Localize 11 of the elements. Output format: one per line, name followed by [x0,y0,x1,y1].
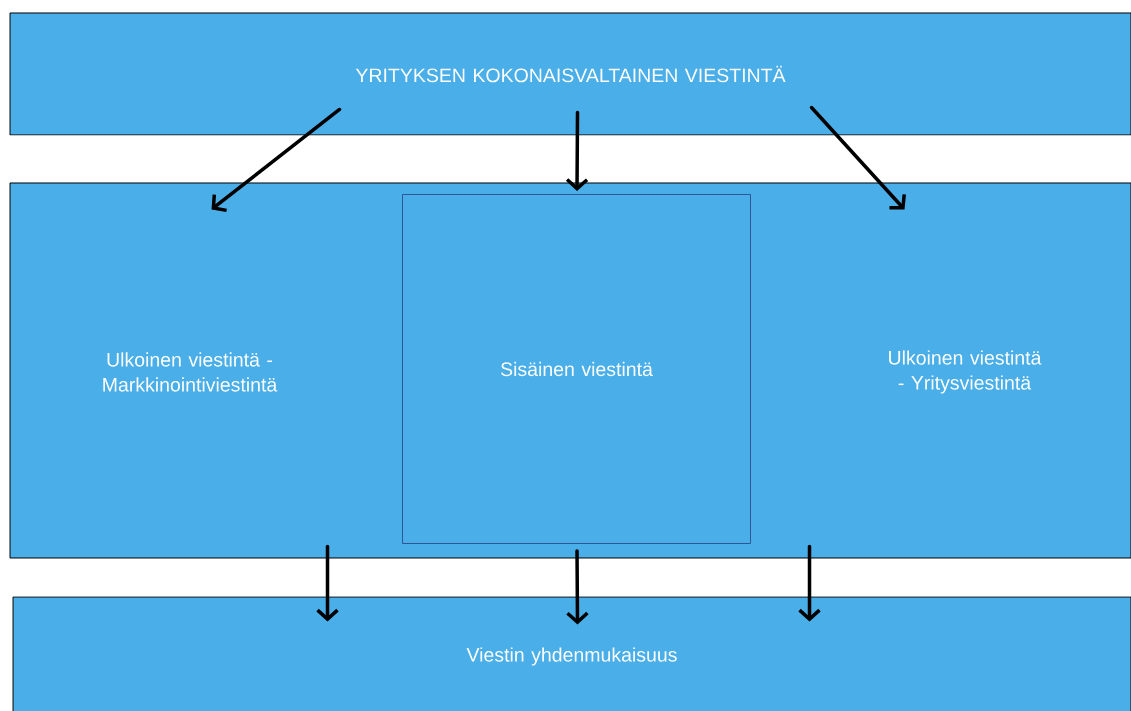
band-box: Viestin yhdenmukaisuus [12,596,1131,711]
arrow [809,105,906,210]
band-box: YRITYKSEN KOKONAISVALTAINEN VIESTINTÄ [9,12,1131,136]
arrow [211,107,342,213]
arrow [566,549,589,625]
label-text: Ulkoinen viestintä - Yritysviestintä [889,350,1042,394]
arrow [798,544,821,622]
arrow [316,544,339,622]
label-text: Ulkoinen viestintä - Markkinointiviestintä [103,352,278,392]
process-box: Sisäinen viestintä [402,194,751,544]
arrow [565,110,589,191]
